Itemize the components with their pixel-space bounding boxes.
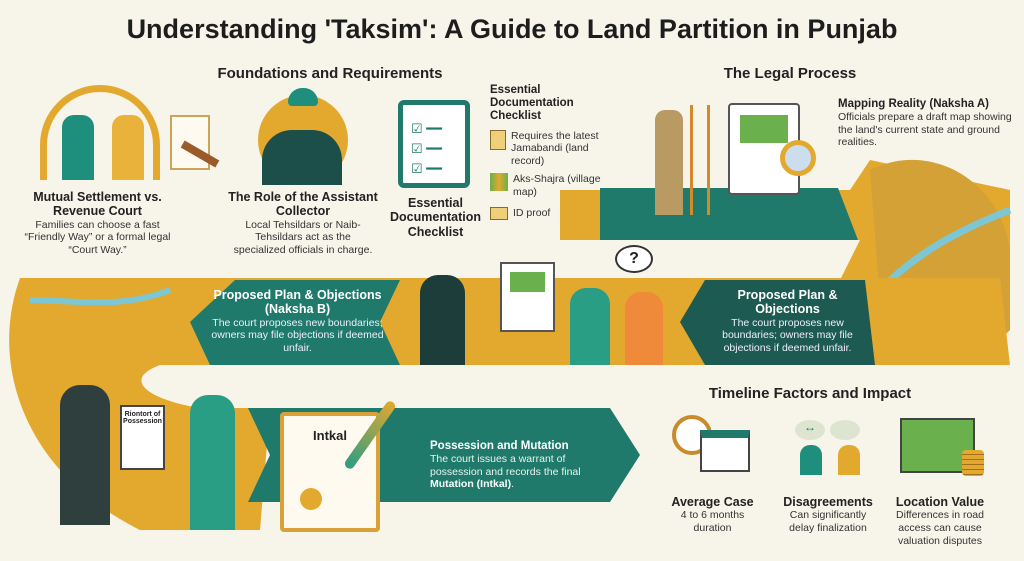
card-assistant-collector: The Role of the Assistant Collector Loca…: [228, 190, 378, 256]
checklist-item: Requires the latest Jamabandi (land reco…: [490, 129, 615, 168]
magnifier-icon: [780, 140, 816, 176]
judge-icon: [420, 275, 465, 365]
clipboard-icon: ☑ ━━☑ ━━☑ ━━: [398, 100, 470, 188]
id-card-icon: [490, 206, 508, 220]
turban-icon: [288, 88, 318, 106]
official-icon: [60, 385, 110, 525]
naksha-b-banner: [190, 280, 400, 365]
map-icon: [490, 173, 508, 192]
objections-banner: [680, 280, 875, 365]
proposed-map-document-icon: [500, 262, 555, 332]
question-bubble-icon: ?: [615, 245, 653, 273]
checklist-panel: Essential Documentation Checklist Requir…: [490, 84, 615, 220]
card-objections: Proposed Plan & Objections The court pro…: [722, 288, 853, 354]
person-icon: [62, 115, 94, 180]
person-icon: [112, 115, 144, 180]
owner-icon: [625, 292, 663, 365]
intkal-book-icon: Intkal: [280, 412, 380, 532]
speech-bubble-icon: [830, 420, 860, 440]
arch-handshake-illustration: [40, 85, 160, 180]
coins-icon: [962, 450, 984, 476]
official-icon: [262, 130, 342, 185]
owner-icon: [570, 288, 610, 365]
person-icon: [838, 445, 860, 475]
scroll-icon: [170, 115, 210, 170]
card-documentation: Essential Documentation Checklist: [390, 196, 481, 239]
checklist-item: Aks-Shajra (village map): [490, 173, 615, 198]
checklist-item: ID proof: [490, 206, 615, 220]
speech-bubble-icon: ↔: [795, 420, 825, 440]
tripod-icon: [690, 105, 710, 215]
card-possession: Possession and Mutation The court issues…: [430, 440, 581, 491]
section-legal: The Legal Process: [723, 65, 857, 82]
calendar-icon: [700, 430, 750, 472]
person-icon: [800, 445, 822, 475]
card-naksha-b: Proposed Plan & Objections (Naksha B) Th…: [211, 288, 384, 354]
card-mutual-settlement: Mutual Settlement vs. Revenue Court Fami…: [24, 190, 171, 256]
scroll-icon: [490, 129, 506, 150]
timeline-disagreements: Disagreements Can significantly delay fi…: [783, 495, 873, 534]
recipient-icon: [190, 395, 235, 530]
timeline-average-case: Average Case 4 to 6 months duration: [671, 495, 754, 534]
seal-icon: [300, 488, 322, 510]
section-foundations: Foundations and Requirements: [217, 65, 443, 82]
card-naksha-a: Mapping Reality (Naksha A) Officials pre…: [838, 98, 1012, 149]
possession-certificate: Riontort of Possession: [120, 405, 165, 470]
path-band-top: [600, 188, 858, 240]
location-map-icon: [900, 418, 975, 473]
surveyor-icon: [655, 110, 683, 215]
page-title: Understanding 'Taksim': A Guide to Land …: [126, 14, 898, 44]
section-timeline: Timeline Factors and Impact: [708, 385, 912, 402]
timeline-location-value: Location Value Differences in road acces…: [895, 495, 985, 547]
